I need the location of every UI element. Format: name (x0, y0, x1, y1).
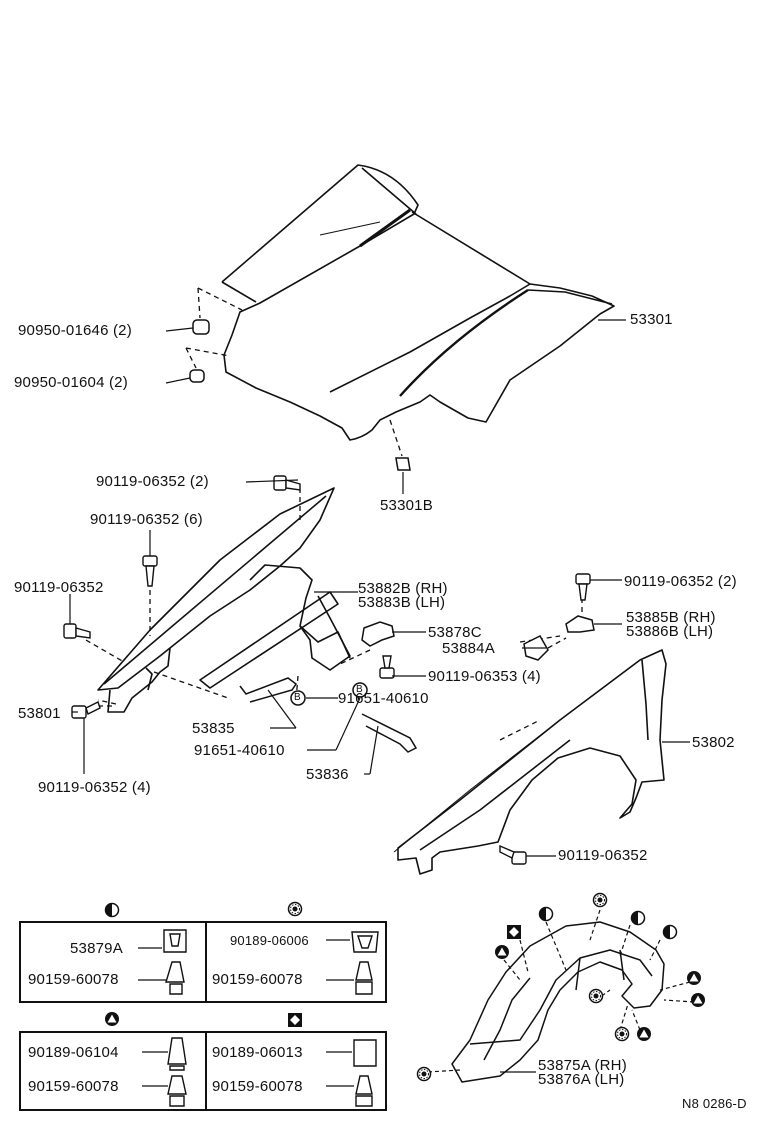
shield-drawing (97, 487, 351, 713)
star-circle-icon (287, 901, 303, 917)
legend-diamond-top: 90189-06013 (212, 1044, 303, 1061)
label-liner-rh: 53875A (RH) (538, 1057, 627, 1074)
label-hood-stop-lower: 90950-01604 (2) (14, 374, 128, 391)
label-bracket-rh: 53885B (RH) (626, 609, 716, 626)
diamond-icon (288, 1013, 302, 1027)
label-retainer-lower: 91651-40610 (194, 742, 285, 759)
label-liner-lh: 53876A (LH) (538, 1071, 625, 1088)
legend-half-circle-top: 53879A (70, 940, 123, 957)
label-bolt-shield-left: 90119-06352 (14, 579, 104, 596)
legend-frame (19, 921, 387, 1111)
legend-triangle-bottom: 90159-60078 (28, 1078, 119, 1095)
triangle-icon (105, 1012, 119, 1026)
hood-clip-part (395, 457, 411, 471)
legend-star-circle-top: 90189-06006 (230, 933, 309, 948)
label-bolt-fender-bottom: 90119-06352 (558, 847, 648, 864)
label-bracket-c: 53878C (428, 624, 482, 641)
retainer-marker-upper: B (294, 692, 301, 703)
half-circle-icon (104, 902, 120, 918)
label-seal-lh: 53883B (LH) (358, 594, 446, 611)
legend-half-circle-bottom: 90159-60078 (28, 971, 119, 988)
fender-drawing (393, 649, 667, 875)
label-bolt-fender-top: 90119-06352 (2) (624, 573, 737, 590)
label-hood-stop-upper: 90950-01646 (2) (18, 322, 132, 339)
label-bolt-shield-top: 90119-06352 (2) (96, 473, 209, 490)
legend-diamond-bottom: 90159-60078 (212, 1078, 303, 1095)
label-seal-rh: 53882B (RH) (358, 580, 448, 597)
legend-parts (163, 929, 379, 1107)
label-bolt-shield-bottom: 90119-06352 (4) (38, 779, 151, 796)
fender-liner-drawing (451, 921, 665, 1083)
label-bracket-a: 53884A (442, 640, 495, 657)
label-retainer-upper: 91651-40610 (338, 690, 429, 707)
label-rod-53835: 53835 (192, 720, 235, 737)
hood-stop-bumpers (189, 319, 210, 383)
label-panel-left: 53801 (18, 705, 61, 722)
label-fender: 53802 (692, 734, 735, 751)
label-hood: 53301 (630, 311, 673, 328)
label-bracket-lh: 53886B (LH) (626, 623, 714, 640)
drawing-code: N8 0286-D (682, 1096, 747, 1111)
hood-drawing (221, 164, 615, 441)
label-bolt-bracket: 90119-06353 (4) (428, 668, 541, 685)
label-rod-53836: 53836 (306, 766, 349, 783)
support-rods (239, 677, 418, 753)
label-bolt-shield-6: 90119-06352 (6) (90, 511, 203, 528)
label-hood-clip: 53301B (380, 497, 433, 514)
legend-star-circle-bottom: 90159-60078 (212, 971, 303, 988)
bolts (63, 475, 591, 865)
legend-triangle-top: 90189-06104 (28, 1044, 119, 1061)
retainer-markers (290, 682, 368, 706)
retainer-marker-lower: B (356, 684, 363, 695)
